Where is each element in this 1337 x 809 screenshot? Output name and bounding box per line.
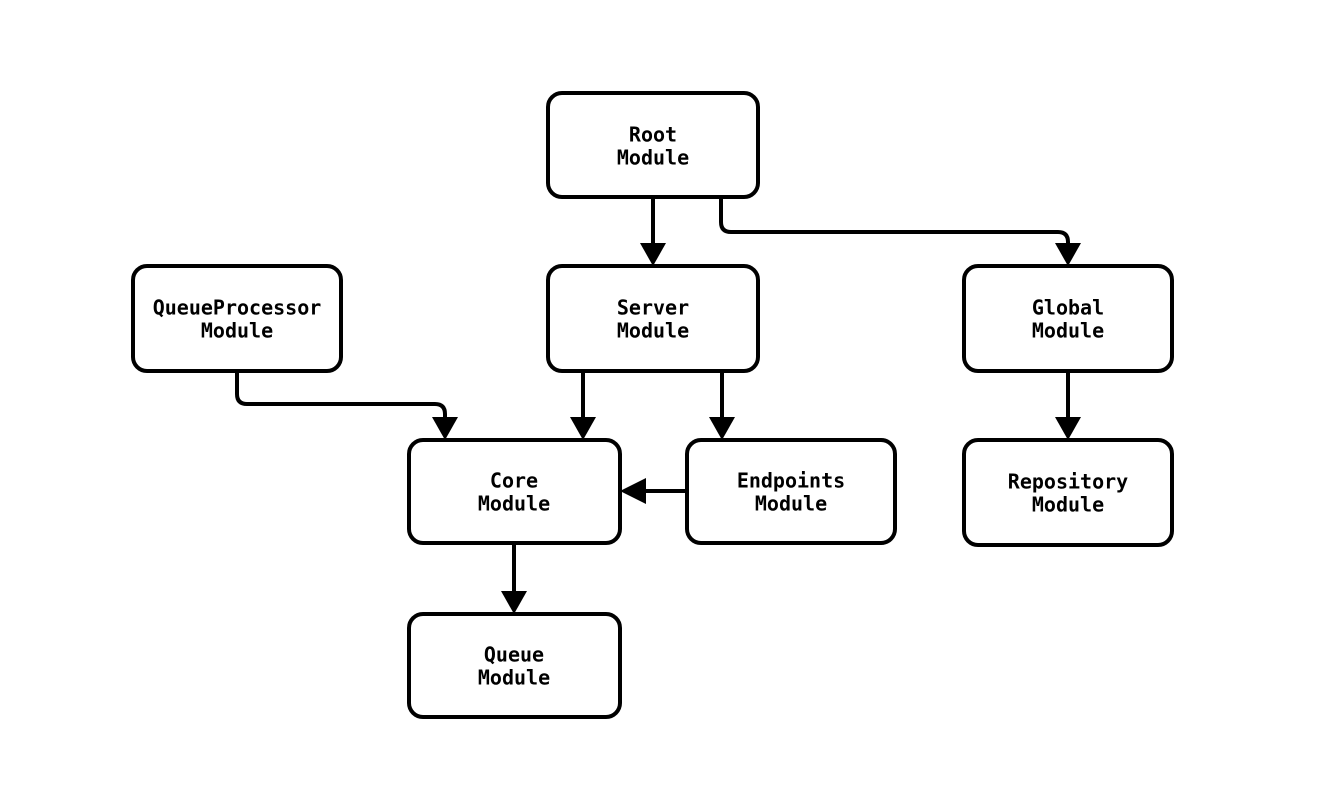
node-repository-module-label-line1: Repository (1008, 470, 1128, 494)
node-global-module[interactable]: Global Module (962, 264, 1174, 373)
edge-root-to-server (640, 197, 666, 266)
node-server-module-label-line1: Server (617, 296, 689, 320)
node-root-module-box[interactable] (546, 91, 760, 199)
node-server-module-box[interactable] (546, 264, 760, 373)
node-repository-module-label-line2: Module (1032, 493, 1104, 517)
node-server-module-label-line2: Module (617, 319, 689, 343)
node-core-module-box[interactable] (407, 438, 622, 545)
edge-core-to-queue (501, 543, 527, 614)
node-endpoints-module-label-line1: Endpoints (737, 469, 845, 493)
node-endpoints-module-label-line2: Module (755, 492, 827, 516)
node-root-module-label-line2: Module (617, 146, 689, 170)
node-core-module-label-line1: Core (490, 469, 538, 493)
node-endpoints-module-box[interactable] (685, 438, 897, 545)
node-global-module-label-line2: Module (1032, 319, 1104, 343)
edge-layer (235, 197, 1081, 614)
node-endpoints-module[interactable]: Endpoints Module (685, 438, 897, 545)
edge-queueprocessor-to-core (235, 371, 458, 440)
node-repository-module[interactable]: Repository Module (962, 438, 1174, 547)
node-queueprocessor-module-box[interactable] (131, 264, 343, 373)
edge-server-to-core (570, 371, 596, 440)
node-layer: Root Module QueueProcessor Module Server… (131, 91, 1174, 719)
node-queue-module-label-line2: Module (478, 666, 550, 690)
node-root-module[interactable]: Root Module (546, 91, 760, 199)
node-server-module[interactable]: Server Module (546, 264, 760, 373)
node-global-module-box[interactable] (962, 264, 1174, 373)
edge-endpoints-to-core (620, 478, 687, 504)
node-queueprocessor-module[interactable]: QueueProcessor Module (131, 264, 343, 373)
node-root-module-label-line1: Root (629, 123, 677, 147)
node-queueprocessor-module-label-line2: Module (201, 319, 273, 343)
edge-server-to-endpoints (709, 371, 735, 440)
node-queue-module-box[interactable] (407, 612, 622, 719)
node-queue-module-label-line1: Queue (484, 643, 544, 667)
node-queueprocessor-module-label-line1: QueueProcessor (153, 296, 322, 320)
node-global-module-label-line1: Global (1032, 296, 1104, 320)
edge-global-to-repository (1055, 371, 1081, 440)
node-core-module-label-line2: Module (478, 492, 550, 516)
node-repository-module-box[interactable] (962, 438, 1174, 547)
edge-root-to-global (719, 197, 1081, 266)
node-queue-module[interactable]: Queue Module (407, 612, 622, 719)
node-core-module[interactable]: Core Module (407, 438, 622, 545)
